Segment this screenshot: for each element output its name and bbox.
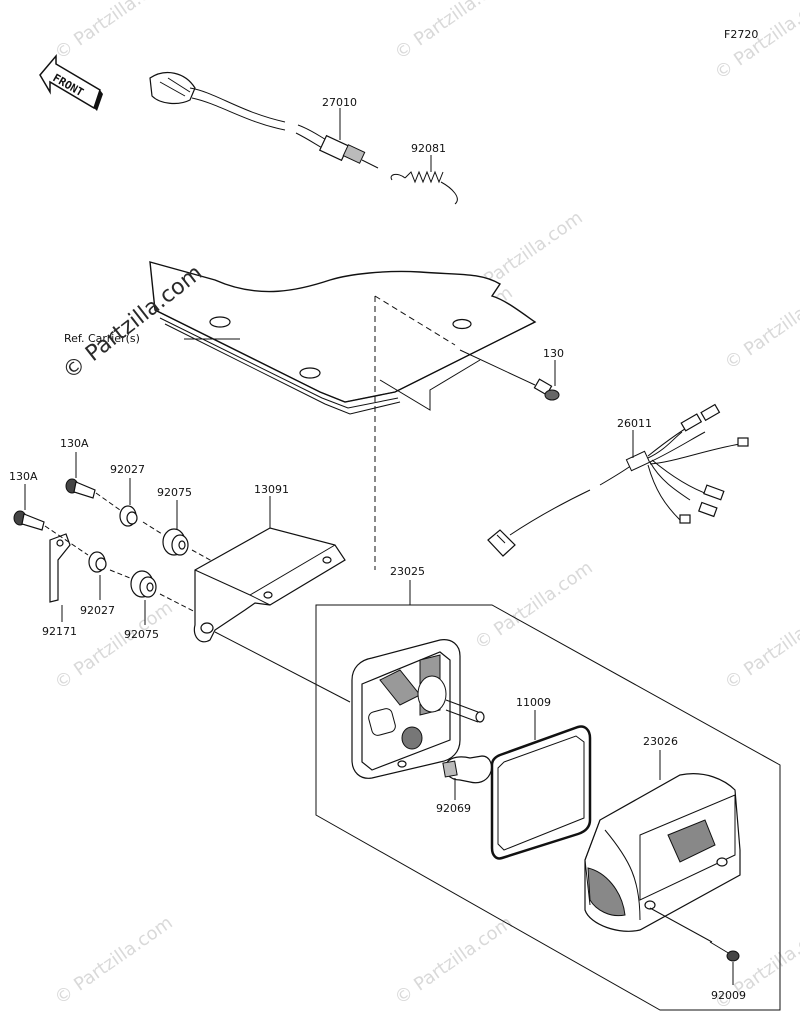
part-label-27010: 27010: [322, 96, 357, 109]
spring-part: [390, 170, 458, 205]
part-label-92075-upper: 92075: [157, 486, 192, 499]
watermark-text: © Partzilla.com: [51, 912, 177, 1009]
figure-code: F2720: [724, 28, 758, 41]
part-label-130: 130: [543, 347, 564, 360]
part-label-92081: 92081: [411, 142, 446, 155]
screw-92009-part: [709, 941, 740, 962]
lens-cover-23026-part: [584, 773, 741, 932]
watermark-text: © Partzilla.com: [471, 557, 597, 654]
part-label-23026: 23026: [643, 735, 678, 748]
lamp-housing-part: [351, 639, 485, 779]
watermark-text: © Partzilla.com: [51, 0, 177, 64]
watermark-text: © Partzilla.com: [391, 912, 517, 1009]
stop-switch-part: [149, 71, 379, 169]
bolt-130a-upper-part: [65, 478, 96, 499]
bracket-13091-part: [193, 527, 346, 643]
part-label-23025: 23025: [390, 565, 425, 578]
part-label-13091: 13091: [254, 483, 289, 496]
part-label-92171: 92171: [42, 625, 77, 638]
grommet-92075-upper-part: [162, 528, 189, 556]
clamp-92171-part: [49, 533, 71, 603]
watermark-text: © Partzilla.com: [711, 0, 800, 84]
collar-92027-lower-part: [88, 551, 107, 573]
gasket-11009-part: [490, 725, 592, 860]
bolt-130-part: [533, 378, 560, 401]
front-arrow-icon: FRONT: [39, 53, 103, 111]
ref-carrier-label: Ref. Carrier(s): [64, 332, 140, 345]
carrier-plate: [149, 261, 537, 570]
watermark-text: © Partzilla.com: [391, 0, 517, 64]
part-label-92027-lower: 92027: [80, 604, 115, 617]
part-label-92027-upper: 92027: [110, 463, 145, 476]
collar-92027-upper-part: [119, 505, 138, 527]
grommet-92075-lower-part: [130, 570, 157, 598]
part-label-92009: 92009: [711, 989, 746, 1002]
part-label-26011: 26011: [617, 417, 652, 430]
bolt-130a-lower-part: [13, 510, 45, 531]
part-label-92069: 92069: [436, 802, 471, 815]
bulb-92069-part: [442, 755, 493, 784]
part-label-11009: 11009: [516, 696, 551, 709]
watermark-text: © Partzilla.com: [721, 277, 800, 374]
part-label-130a-lower: 130A: [9, 470, 38, 483]
part-label-130a-upper: 130A: [60, 437, 89, 450]
part-label-92075-lower: 92075: [124, 628, 159, 641]
wiring-harness-part: [487, 403, 749, 557]
watermark-text: © Partzilla.com: [721, 597, 800, 694]
